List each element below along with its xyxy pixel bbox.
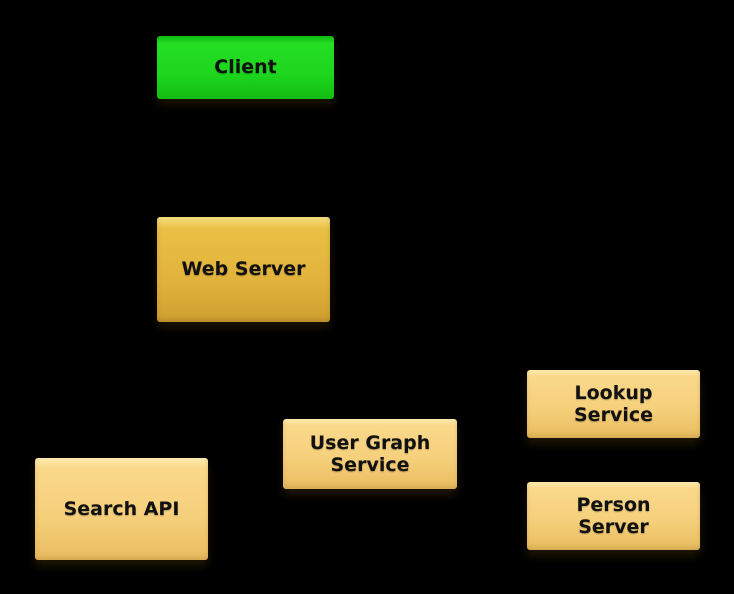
node-lookup-service[interactable]: Lookup Service	[527, 370, 700, 438]
node-label: Person Server	[576, 493, 651, 538]
node-search-api[interactable]: Search API	[35, 458, 208, 560]
node-client[interactable]: Client	[157, 36, 334, 99]
node-label: Client	[214, 56, 277, 79]
node-label: Lookup Service	[574, 381, 653, 426]
node-label: User Graph Service	[309, 431, 431, 476]
node-user-graph-service[interactable]: User Graph Service	[283, 419, 457, 489]
node-person-server[interactable]: Person Server	[527, 482, 700, 550]
node-label: Search API	[63, 497, 180, 520]
node-label: Web Server	[181, 258, 306, 281]
node-web-server[interactable]: Web Server	[157, 217, 330, 322]
